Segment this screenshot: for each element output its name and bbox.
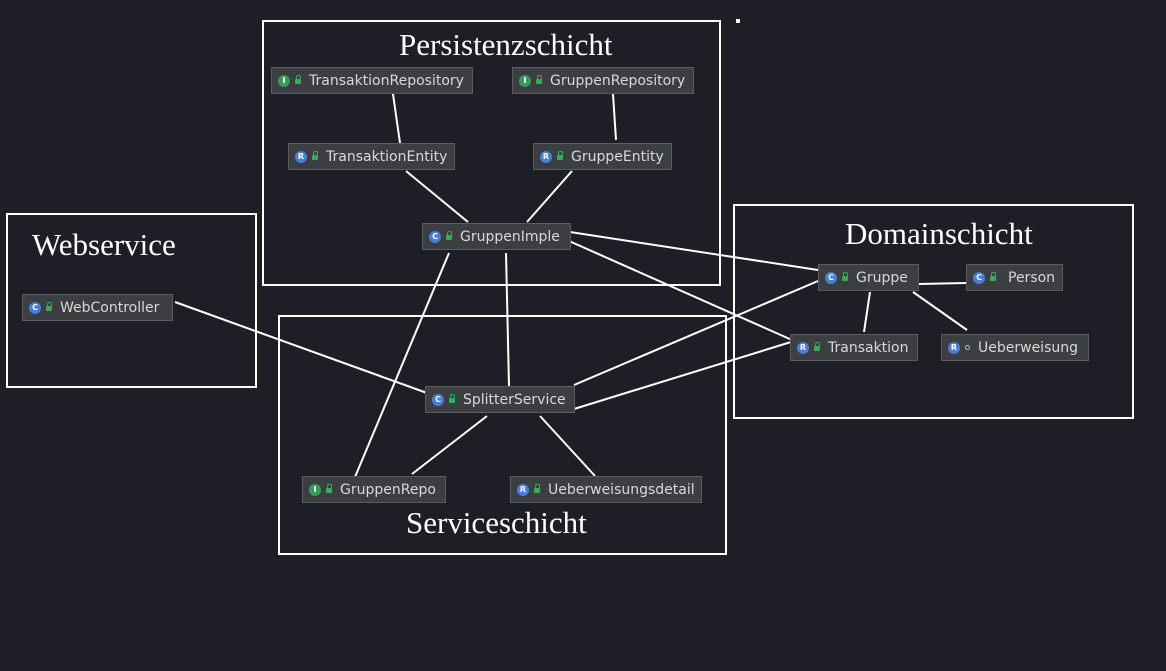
node-label: GruppenImple xyxy=(460,228,560,245)
node-label: TransaktionRepository xyxy=(309,72,464,89)
interface-icon: I xyxy=(309,483,321,496)
node-label: Person xyxy=(1008,269,1056,286)
node-ueberweisung[interactable]: R Ueberweisung xyxy=(941,334,1089,361)
group-title-persistenzschicht: Persistenzschicht xyxy=(399,27,613,62)
public-icon xyxy=(536,75,542,84)
public-icon xyxy=(312,151,318,160)
record-icon: R xyxy=(517,483,529,496)
edge-gruppe-splitterservice xyxy=(573,280,819,386)
class-icon: C xyxy=(29,301,41,314)
node-transaktion-repository[interactable]: I TransaktionRepository xyxy=(271,67,473,94)
public-icon xyxy=(534,484,540,493)
group-serviceschicht xyxy=(278,315,727,555)
group-webservice xyxy=(6,213,257,388)
public-icon xyxy=(990,272,996,281)
group-domainschicht xyxy=(733,204,1134,419)
public-icon xyxy=(446,231,452,240)
class-icon: C xyxy=(429,230,441,243)
group-title-webservice: Webservice xyxy=(32,227,176,262)
edge-gruppe-ueberweisung xyxy=(912,291,968,331)
public-icon xyxy=(295,75,301,84)
group-title-domainschicht: Domainschicht xyxy=(845,216,1033,251)
public-icon xyxy=(46,302,52,311)
edge-gruppe-transaktion xyxy=(863,291,871,333)
node-label: Ueberweisungsdetail xyxy=(548,481,695,498)
edge-splitterservice-ueberweisungsdetail xyxy=(539,415,596,477)
edge-gruppe-person xyxy=(918,282,967,285)
node-label: Ueberweisung xyxy=(978,339,1078,356)
node-label: GruppenRepo xyxy=(340,481,436,498)
node-transaktion-entity[interactable]: R TransaktionEntity xyxy=(288,143,455,170)
edge-splitterservice-transaktion xyxy=(573,341,792,410)
node-label: Gruppe xyxy=(856,269,908,286)
edge-gruppeentity-gruppenimple xyxy=(526,170,573,223)
node-gruppe[interactable]: C Gruppe xyxy=(818,264,919,291)
node-gruppen-repo[interactable]: I GruppenRepo xyxy=(302,476,446,503)
public-icon xyxy=(326,484,332,493)
node-transaktion[interactable]: R Transaktion xyxy=(790,334,918,361)
node-label: TransaktionEntity xyxy=(326,148,448,165)
class-icon: C xyxy=(973,271,985,284)
node-gruppen-repository[interactable]: I GruppenRepository xyxy=(512,67,694,94)
node-web-controller[interactable]: C WebController xyxy=(22,294,173,321)
public-icon xyxy=(557,151,563,160)
edge-gruppenimple-gruppe xyxy=(569,231,819,271)
edge-transaktionentity-gruppenimple xyxy=(405,170,469,223)
edge-gruppenimple-splitterservice xyxy=(505,252,510,387)
public-icon xyxy=(842,272,848,281)
node-label: Transaktion xyxy=(828,339,909,356)
node-label: WebController xyxy=(60,299,160,316)
node-gruppen-imple[interactable]: C GruppenImple xyxy=(422,223,571,250)
record-icon: R xyxy=(797,341,809,354)
record-icon: R xyxy=(948,341,960,354)
edge-gruppenimple-transaktion xyxy=(568,240,793,341)
node-splitter-service[interactable]: C SplitterService xyxy=(425,386,575,413)
node-person[interactable]: C Person xyxy=(966,264,1063,291)
node-label: SplitterService xyxy=(463,391,566,408)
node-label: GruppenRepository xyxy=(550,72,686,89)
edge-gruppenrepository-gruppeentity xyxy=(612,93,617,141)
group-persistenzschicht xyxy=(262,20,721,286)
node-ueberweisungsdetail[interactable]: R Ueberweisungsdetail xyxy=(510,476,702,503)
edge-splitterservice-gruppenrepo xyxy=(411,415,488,475)
edge-gruppenimple-gruppenrepo xyxy=(354,252,450,478)
node-gruppe-entity[interactable]: R GruppeEntity xyxy=(533,143,672,170)
record-icon: R xyxy=(540,150,552,163)
stray-dot xyxy=(736,19,740,23)
edge-transaktionrepository-transaktionentity xyxy=(392,93,401,144)
interface-icon: I xyxy=(519,74,531,87)
public-icon xyxy=(449,394,455,403)
edge-webcontroller-splitterservice xyxy=(174,301,428,394)
group-title-serviceschicht: Serviceschicht xyxy=(406,505,587,540)
package-private-icon xyxy=(965,345,970,350)
node-label: GruppeEntity xyxy=(571,148,664,165)
class-icon: C xyxy=(432,393,444,406)
interface-icon: I xyxy=(278,74,290,87)
public-icon xyxy=(814,342,820,351)
class-icon: C xyxy=(825,271,837,284)
record-icon: R xyxy=(295,150,307,163)
